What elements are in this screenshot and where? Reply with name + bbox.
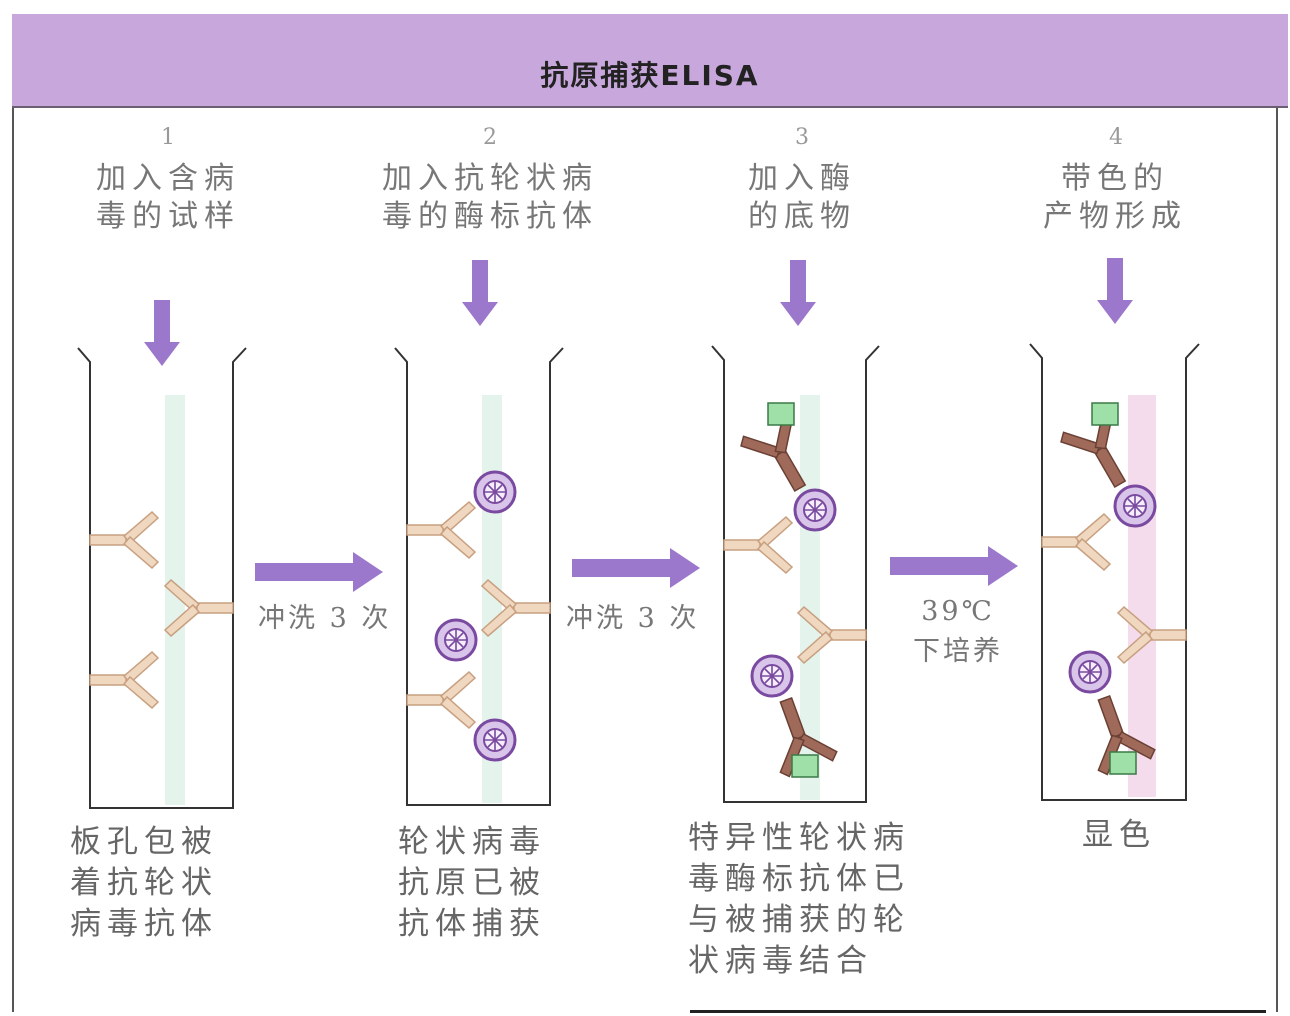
step-2-number: 2 (483, 125, 497, 150)
virus-particle (1113, 484, 1157, 528)
step-2-caption-line: 抗体捕获 (398, 906, 546, 942)
step-3-caption: 特异性轮状病 毒酶标抗体已 与被捕获的轮 状病毒结合 (688, 818, 910, 982)
step-1-caption: 板孔包被 着抗轮状 病毒抗体 (70, 822, 218, 945)
down-arrow-3 (780, 260, 816, 326)
right-arrow-3 (890, 546, 1018, 586)
down-arrow-4 (1097, 258, 1133, 324)
step-3-instruction: 加入酶 的底物 (712, 160, 892, 236)
step-4-instruction: 带色的 产物形成 (1020, 160, 1210, 236)
down-arrow-1 (144, 300, 180, 366)
bottom-rule (690, 1010, 1266, 1013)
step-4-caption: 显色 (1082, 815, 1156, 856)
virus-particle (1068, 650, 1112, 694)
step-3-number: 3 (795, 125, 809, 150)
step-2-instruction: 加入抗轮状病 毒的酶标抗体 (360, 160, 620, 236)
step-1-caption-line: 着抗轮状 (70, 865, 218, 901)
colored-product (1091, 402, 1119, 426)
step-2-caption-line: 轮状病毒 (398, 824, 546, 860)
down-arrow-2 (462, 260, 498, 326)
step-1-caption-line: 病毒抗体 (70, 906, 218, 942)
step-2-caption: 轮状病毒 抗原已被 抗体捕获 (398, 822, 546, 945)
colored-product (1109, 751, 1137, 775)
title-bar: 抗原捕获ELISA (12, 14, 1288, 108)
step-1-instruction: 加入含病 毒的试样 (58, 160, 278, 236)
step-3-caption-line: 与被捕获的轮 (688, 902, 910, 938)
capture-antibody (406, 501, 476, 559)
step-2-caption-line: 抗原已被 (398, 865, 546, 901)
step-4-number: 4 (1109, 125, 1123, 150)
step-1-caption-line: 板孔包被 (70, 824, 218, 860)
step-3-caption-line: 毒酶标抗体已 (688, 861, 910, 897)
step-2-line-2: 毒的酶标抗体 (382, 199, 598, 234)
step-4-line-2: 产物形成 (1043, 199, 1187, 234)
capture-antibody (89, 511, 159, 569)
right-arrow-1 (255, 552, 383, 592)
virus-particle (473, 470, 517, 514)
capture-antibody (723, 516, 793, 574)
transition-3-line-1: 39℃ (921, 596, 995, 627)
virus-particle (434, 618, 478, 662)
capture-antibody (1041, 513, 1111, 571)
virus-particle (793, 488, 837, 532)
step-1-number: 1 (161, 125, 175, 150)
step-1-line-2: 毒的试样 (96, 199, 240, 234)
right-arrow-2 (572, 548, 700, 588)
capture-antibody (89, 651, 159, 709)
well-4 (1029, 343, 1200, 801)
enzyme-label (791, 754, 819, 778)
step-4-line-1: 带色的 (1061, 161, 1169, 196)
enzyme-label (767, 402, 795, 426)
virus-particle (750, 654, 794, 698)
transition-3-line-2: 下培养 (913, 636, 1003, 667)
step-3-line-2: 的底物 (748, 199, 856, 234)
step-3-caption-line: 特异性轮状病 (688, 820, 910, 856)
transition-2-label: 冲洗 3 次 (566, 603, 700, 634)
step-3-caption-line: 状病毒结合 (688, 943, 873, 979)
transition-3-label: 39℃ 下培养 (898, 592, 1018, 672)
step-4-caption-line: 显色 (1082, 817, 1156, 853)
step-3-line-1: 加入酶 (748, 161, 856, 196)
step-1-line-1: 加入含病 (96, 161, 240, 196)
well-1 (77, 347, 247, 809)
step-2-line-1: 加入抗轮状病 (382, 161, 598, 196)
virus-particle (473, 718, 517, 762)
transition-1-label: 冲洗 3 次 (258, 603, 392, 634)
diagram-frame (12, 14, 1278, 1012)
capture-antibody (406, 671, 476, 729)
diagram-title: 抗原捕获ELISA (540, 59, 760, 92)
